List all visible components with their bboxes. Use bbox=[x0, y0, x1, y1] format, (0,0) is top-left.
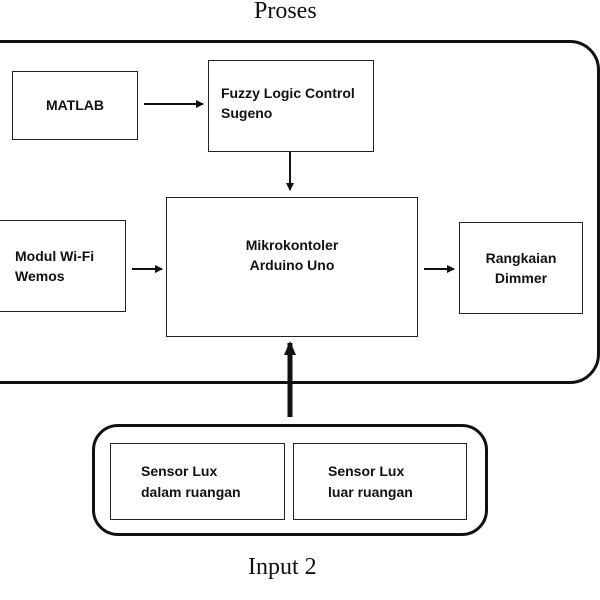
proses-group bbox=[0, 40, 600, 384]
dimmer-label-line1: Rangkaian bbox=[485, 249, 557, 266]
wemos-box: Modul Wi-Fi Wemos bbox=[0, 220, 126, 312]
matlab-box: MATLAB bbox=[12, 71, 138, 140]
arduino-label-line1: Mikrokontoler bbox=[245, 236, 339, 253]
dimmer-box: Rangkaian Dimmer bbox=[459, 222, 583, 314]
fuzzy-label-line2: Sugeno bbox=[221, 105, 273, 121]
sensor-luar-line1: Sensor Lux bbox=[328, 463, 405, 480]
arduino-label-line2: Arduino Uno bbox=[249, 257, 335, 273]
sensor-dalam-line2: dalam ruangan bbox=[141, 483, 241, 500]
input2-group bbox=[92, 424, 488, 536]
input2-label: Input 2 bbox=[248, 554, 317, 580]
wemos-label-line2: Wemos bbox=[15, 268, 65, 284]
fuzzy-logic-box: Fuzzy Logic Control Sugeno bbox=[208, 60, 374, 152]
sensor-dalam-line1: Sensor Lux bbox=[141, 463, 218, 480]
fuzzy-label-line1: Fuzzy Logic Control bbox=[221, 84, 355, 101]
proses-label: Proses bbox=[254, 0, 317, 24]
wemos-label-line1: Modul Wi-Fi bbox=[15, 247, 95, 264]
sensor-luar-line2: luar ruangan bbox=[328, 483, 413, 500]
sensor-dalam-box: Sensor Lux dalam ruangan bbox=[110, 443, 285, 520]
arduino-box: Mikrokontoler Arduino Uno bbox=[166, 197, 418, 337]
dimmer-label-line2: Dimmer bbox=[494, 270, 548, 286]
sensor-luar-box: Sensor Lux luar ruangan bbox=[293, 443, 467, 520]
matlab-label: MATLAB bbox=[45, 97, 105, 114]
